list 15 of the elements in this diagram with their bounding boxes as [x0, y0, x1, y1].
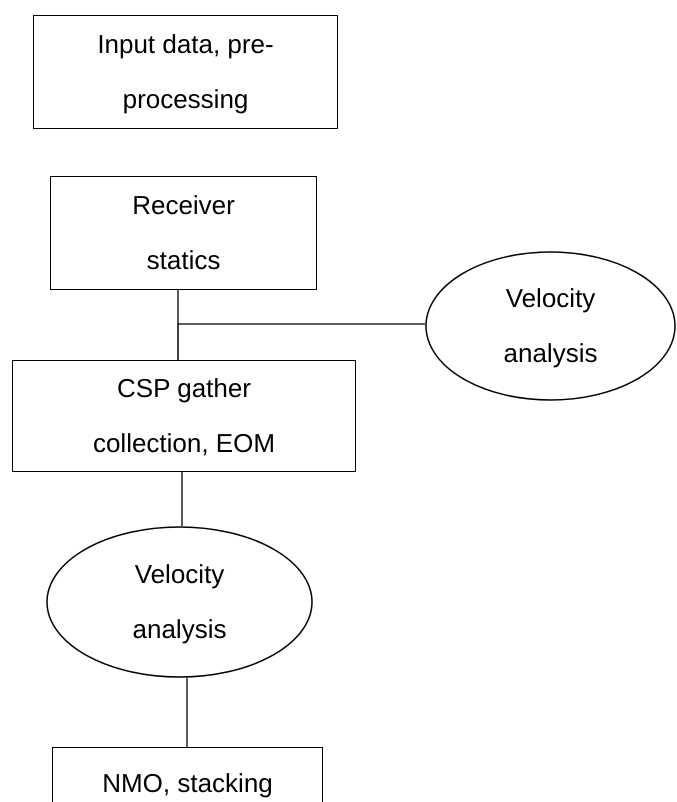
- node-label: NMO, stacking: [102, 767, 273, 800]
- node-label: Input data, pre-processing: [96, 28, 275, 116]
- connector-line: [186, 678, 188, 747]
- process-box: [33, 15, 338, 129]
- node-label: Velocity analysis: [132, 558, 228, 646]
- connector-line: [181, 472, 183, 526]
- process-ellipse: [46, 526, 313, 678]
- node-label: Receiver statics: [131, 189, 236, 277]
- node-label: CSP gather collection, EOM: [92, 372, 276, 460]
- process-box: [52, 747, 323, 802]
- process-box: [12, 360, 356, 472]
- process-ellipse: [425, 251, 676, 401]
- node-label: Velocity analysis: [502, 282, 598, 370]
- connector-line: [177, 323, 425, 360]
- process-box: [50, 176, 317, 290]
